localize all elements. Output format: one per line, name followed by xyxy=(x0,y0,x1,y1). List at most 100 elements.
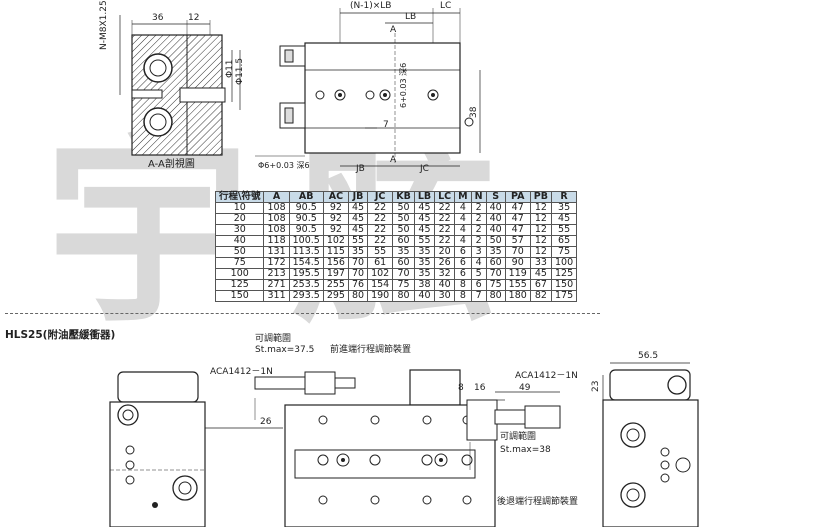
table-cell: 90.5 xyxy=(288,213,324,225)
table-cell: 155 xyxy=(504,279,531,291)
table-cell: 92 xyxy=(322,213,349,225)
table-cell: 50 xyxy=(485,235,506,247)
port-label: N-M8X1.25深16 xyxy=(99,0,109,50)
table-cell: 33 xyxy=(529,257,553,269)
table-cell: 90.5 xyxy=(288,224,324,236)
table-cell: 45 xyxy=(347,213,369,225)
table-cell: 197 xyxy=(322,268,349,280)
dim-nlb: (N-1)×LB xyxy=(350,1,392,11)
table-cell: 6 xyxy=(454,246,472,258)
table-cell: 22 xyxy=(434,235,456,247)
header-cell: AC xyxy=(322,191,349,203)
table-cell: 20 xyxy=(434,246,456,258)
table-cell: 40 xyxy=(485,202,506,214)
table-cell: 45 xyxy=(347,202,369,214)
table-cell: 67 xyxy=(529,279,553,291)
table-cell: 100 xyxy=(214,268,265,280)
table-cell: 102 xyxy=(367,268,394,280)
table-cell: 295 xyxy=(322,290,349,302)
hole-callout: Φ6+0.03 深6 xyxy=(258,161,310,170)
table-cell: 82 xyxy=(529,290,553,302)
table-cell: 22 xyxy=(367,213,394,225)
table-cell: 154 xyxy=(367,279,394,291)
table-cell: 10 xyxy=(214,202,265,214)
dim-lb: LB xyxy=(405,12,417,22)
header-cell: KB xyxy=(392,191,415,203)
table-cell: 40 xyxy=(413,290,436,302)
table-cell: 76 xyxy=(347,279,369,291)
header-cell: PA xyxy=(504,191,531,203)
table-cell: 35 xyxy=(392,246,415,258)
dim-phi11: Φ11 xyxy=(225,59,235,78)
header-cell: AB xyxy=(288,191,324,203)
table-cell: 3 xyxy=(470,246,487,258)
table-cell: 92 xyxy=(322,202,349,214)
table-cell: 271 xyxy=(263,279,290,291)
table-cell: 40 xyxy=(434,279,456,291)
table-cell: 35 xyxy=(413,257,436,269)
header-cell: S xyxy=(485,191,506,203)
table-cell: 70 xyxy=(392,268,415,280)
label-a-top: A xyxy=(390,25,397,35)
table-cell: 55 xyxy=(413,235,436,247)
dim-7: 7 xyxy=(383,120,389,130)
table-cell: 311 xyxy=(263,290,290,302)
section-title: HLS25(附油壓緩衝器) xyxy=(5,329,116,341)
table-cell: 80 xyxy=(347,290,369,302)
table-cell: 6 xyxy=(470,279,487,291)
table-cell: 125 xyxy=(214,279,265,291)
table-cell: 2 xyxy=(470,224,487,236)
table-cell: 119 xyxy=(504,268,531,280)
stmax-left: St.max=37.5 xyxy=(255,345,315,355)
table-cell: 12 xyxy=(529,213,553,225)
table-cell: 92 xyxy=(322,224,349,236)
dim-36: 36 xyxy=(152,13,164,23)
cylinder-view-drawing xyxy=(255,8,481,167)
table-cell: 12 xyxy=(529,246,553,258)
table-cell: 45 xyxy=(347,224,369,236)
table-cell: 22 xyxy=(434,202,456,214)
table-cell: 22 xyxy=(434,213,456,225)
table-cell: 108 xyxy=(263,202,290,214)
table-cell: 50 xyxy=(392,202,415,214)
left-end-view-drawing xyxy=(109,371,206,527)
table-cell: 45 xyxy=(413,213,436,225)
table-cell: 75 xyxy=(551,246,578,258)
table-cell: 131 xyxy=(263,246,290,258)
table-cell: 8 xyxy=(454,290,472,302)
table-cell: 113.5 xyxy=(288,246,324,258)
table-cell: 70 xyxy=(347,268,369,280)
table-cell: 75 xyxy=(392,279,415,291)
dim-12: 12 xyxy=(188,13,200,23)
header-cell: A xyxy=(263,191,290,203)
dim-jc: JC xyxy=(420,164,429,174)
adjust-range-right: 可調範圍 xyxy=(500,432,537,442)
table-cell: 55 xyxy=(367,246,394,258)
table-cell: 40 xyxy=(485,224,506,236)
table-cell: 45 xyxy=(551,213,578,225)
section-divider xyxy=(5,313,600,314)
header-cell: M xyxy=(454,191,472,203)
aca-left: ACA1412－1N xyxy=(210,367,273,377)
table-cell: 55 xyxy=(347,235,369,247)
stmax-right: St.max=38 xyxy=(500,445,551,455)
table-cell: 65 xyxy=(551,235,578,247)
dim-56-5: 56.5 xyxy=(638,351,659,361)
table-cell: 40 xyxy=(214,235,265,247)
table-cell: 253.5 xyxy=(288,279,324,291)
table-cell: 38 xyxy=(413,279,436,291)
table-cell: 26 xyxy=(434,257,456,269)
side-view-drawing xyxy=(205,369,561,527)
header-cell: N xyxy=(470,191,487,203)
table-cell: 20 xyxy=(214,213,265,225)
table-cell: 35 xyxy=(485,246,506,258)
table-cell: 22 xyxy=(367,235,394,247)
header-cell: PB xyxy=(529,191,553,203)
table-cell: 12 xyxy=(529,202,553,214)
right-end-view-drawing xyxy=(602,362,699,527)
adjust-range-left: 可調範圍 xyxy=(255,334,292,344)
